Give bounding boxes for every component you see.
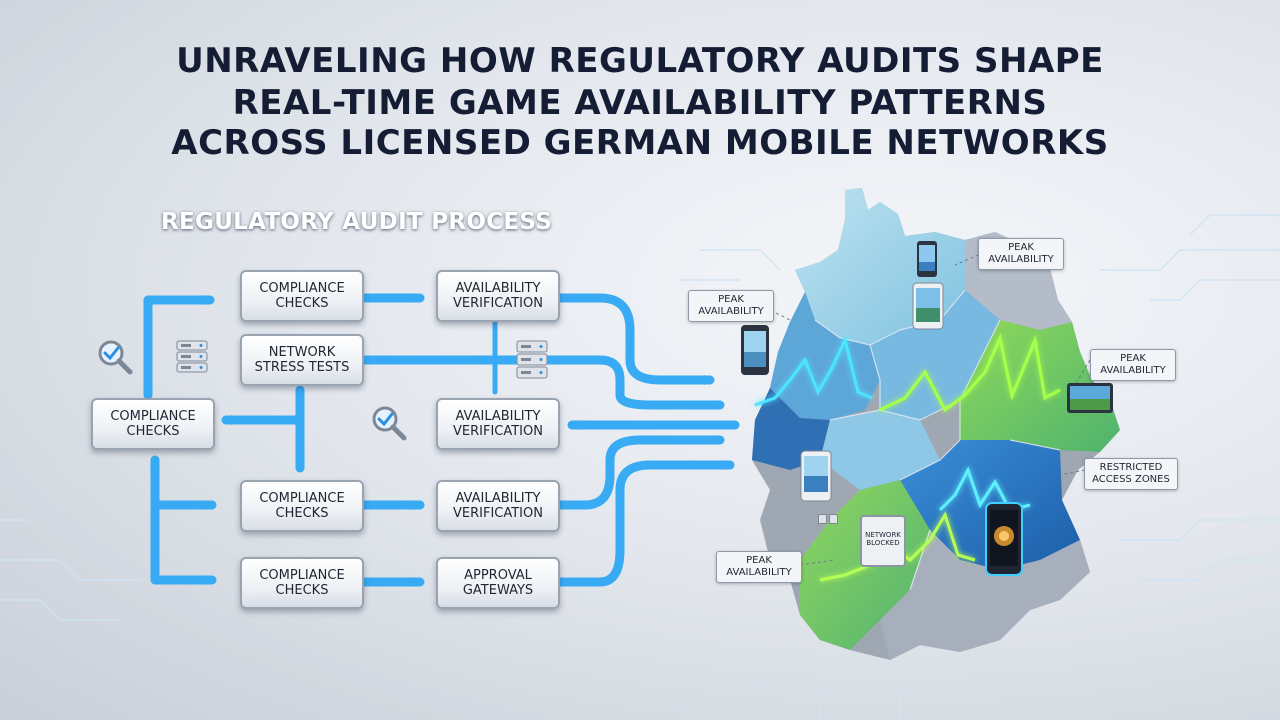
label-peak-availability-east: PEAK AVAILABILITY [1090, 349, 1176, 381]
availability-wave-green-south [819, 511, 976, 582]
chip-icon [818, 514, 838, 524]
circuit-lines [0, 214, 1280, 720]
tablet-icon [1067, 383, 1113, 413]
magnifier-check-icon [372, 406, 407, 441]
node-label: COMPLIANCE CHECKS [259, 491, 345, 521]
process-title: REGULATORY AUDIT PROCESS [161, 209, 553, 235]
region-west [770, 292, 880, 420]
region-east-green [960, 320, 1120, 452]
magnifier-check-icon [98, 340, 133, 375]
title-line-2: REAL-TIME GAME AVAILABILITY PATTERNS [232, 83, 1048, 123]
node-compliance-checks-left[interactable]: COMPLIANCE CHECKS [91, 398, 215, 450]
phone-icon [800, 450, 832, 502]
blocked-text: NETWORK BLOCKED [865, 531, 901, 547]
region-center [870, 290, 1000, 420]
node-compliance-checks-top[interactable]: COMPLIANCE CHECKS [240, 270, 364, 322]
node-availability-verification-top[interactable]: AVAILABILITY VERIFICATION [436, 270, 560, 322]
node-label: AVAILABILITY VERIFICATION [453, 281, 543, 311]
server-rack-icon [516, 340, 548, 379]
region-midwest [820, 410, 940, 490]
title-line-1: UNRAVELING HOW REGULATORY AUDITS SHAPE [176, 41, 1104, 81]
server-rack-icon [176, 340, 208, 373]
node-compliance-checks-mid[interactable]: COMPLIANCE CHECKS [240, 480, 364, 532]
phone-icon [985, 502, 1023, 576]
availability-wave-green-east [879, 333, 1061, 413]
node-label: NETWORK STRESS TESTS [254, 345, 350, 375]
node-availability-verification-low[interactable]: AVAILABILITY VERIFICATION [436, 480, 560, 532]
node-label: AVAILABILITY VERIFICATION [453, 409, 543, 439]
label-peak-availability-south: PEAK AVAILABILITY [716, 551, 802, 583]
node-label: AVAILABILITY VERIFICATION [453, 491, 543, 521]
region-south-grey [880, 530, 1090, 660]
label-peak-availability-north: PEAK AVAILABILITY [978, 238, 1064, 270]
phone-icon [912, 282, 944, 330]
availability-wave-blue [754, 335, 873, 407]
node-network-stress-tests[interactable]: NETWORK STRESS TESTS [240, 334, 364, 386]
node-label: COMPLIANCE CHECKS [259, 568, 345, 598]
node-label: COMPLIANCE CHECKS [259, 281, 345, 311]
node-availability-verification-mid[interactable]: AVAILABILITY VERIFICATION [436, 398, 560, 450]
label-peak-availability-west: PEAK AVAILABILITY [688, 290, 774, 322]
title-line-3: ACROSS LICENSED GERMAN MOBILE NETWORKS [171, 123, 1109, 163]
phone-icon [917, 241, 937, 277]
node-label: COMPLIANCE CHECKS [110, 409, 196, 439]
network-blocked-tablet: NETWORK BLOCKED [860, 515, 906, 567]
node-compliance-checks-bottom[interactable]: COMPLIANCE CHECKS [240, 557, 364, 609]
label-restricted-access-zones: RESTRICTED ACCESS ZONES [1084, 458, 1178, 490]
flow-arrows [143, 293, 740, 587]
node-label: APPROVAL GATEWAYS [462, 568, 534, 598]
node-approval-gateways[interactable]: APPROVAL GATEWAYS [436, 557, 560, 609]
phone-icon [741, 325, 769, 375]
region-west-dark [752, 388, 830, 470]
